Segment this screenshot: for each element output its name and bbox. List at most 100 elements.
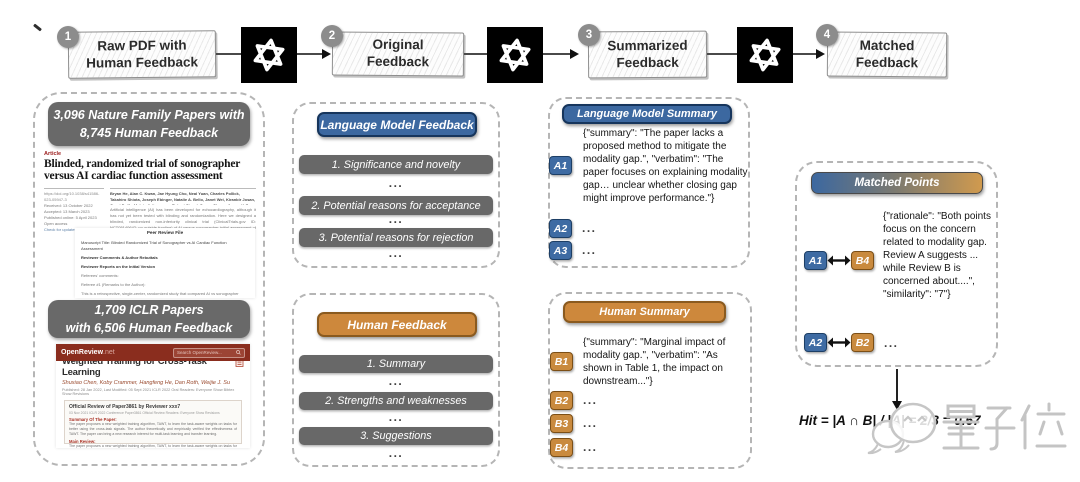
down-arrow-head bbox=[892, 401, 902, 410]
bidirectional-arrow-icon bbox=[827, 255, 851, 266]
referee1-line: Referee #1 (Remarks to the Author): bbox=[81, 281, 146, 287]
main-review-text: The paper proposes a new weighted traini… bbox=[69, 443, 237, 448]
review-body-line: This is a retrospective, single-center, … bbox=[81, 290, 239, 296]
openai-logo-icon bbox=[499, 38, 531, 72]
wechat-bubbles-icon bbox=[867, 402, 937, 455]
peer-review-heading: Peer Review File bbox=[146, 230, 184, 235]
ellipsis: ... bbox=[388, 176, 404, 190]
matched-points-title-button: Matched Points bbox=[811, 172, 983, 194]
search-icon bbox=[236, 350, 241, 355]
openreview-meta: Published: 28 Jan 2022, Last Modified: 0… bbox=[62, 388, 235, 397]
openai-logo-icon bbox=[749, 38, 781, 72]
summary-text: The paper proposes a new weighted traini… bbox=[69, 422, 237, 436]
lm-feedback-item-1: 1. Significance and novelty bbox=[299, 155, 493, 174]
ellipsis: ... bbox=[388, 212, 404, 226]
matched-pair1-b-tag: B4 bbox=[851, 251, 874, 270]
stage-2-box: Original Feedback bbox=[331, 31, 465, 77]
openai-logo-icon bbox=[253, 38, 285, 72]
point-tag-b2: B2 bbox=[550, 391, 573, 410]
accepted-line: Accepted: 13 March 2023 bbox=[44, 208, 90, 214]
nature-article-snippet: Article Blinded, randomized trial of son… bbox=[44, 151, 256, 232]
nature-paper-title: Blinded, randomized trial of sonographer… bbox=[44, 158, 240, 183]
gpt-model-box-1 bbox=[241, 27, 297, 83]
human-feedback-item-3: 3. Suggestions bbox=[299, 427, 493, 445]
arrowhead-3 bbox=[816, 49, 825, 59]
human-summary-json-text: {"summary": "Marginal impact of modality… bbox=[583, 337, 726, 387]
summary-label: Summary Of The Paper: bbox=[69, 417, 117, 422]
check-updates-line: Check for updates bbox=[44, 226, 77, 232]
open-access-line: Open access bbox=[44, 220, 68, 226]
reviewer-comments-line: Reviewer Comments & Author Rebuttals bbox=[81, 254, 158, 260]
stage-3-number: 3 bbox=[578, 24, 600, 46]
stage-4-number: 4 bbox=[816, 24, 838, 46]
connector-1 bbox=[216, 53, 241, 55]
arrowhead-2 bbox=[570, 49, 579, 59]
point-tag-a2: A2 bbox=[549, 219, 572, 238]
human-summary-title-button: Human Summary bbox=[563, 301, 726, 323]
cursor-speck bbox=[33, 23, 42, 32]
lm-summary-json-text: {"summary": "The paper lacks a proposed … bbox=[583, 128, 748, 204]
lm-feedback-title-button: Language Model Feedback bbox=[317, 112, 477, 137]
lm-summary-panel bbox=[548, 97, 750, 268]
point-tag-a3: A3 bbox=[549, 241, 572, 260]
arrowhead-1 bbox=[322, 49, 331, 59]
manuscript-title-line: Manuscript Title: Blinded Randomized Tri… bbox=[81, 239, 227, 251]
ellipsis: ... bbox=[388, 246, 404, 260]
connector-6 bbox=[793, 53, 817, 55]
ellipsis: ... bbox=[582, 221, 597, 235]
matched-pair2-a-tag: A2 bbox=[804, 333, 827, 352]
official-review-card: Official Review of Paper3861 by Reviewer… bbox=[64, 400, 242, 448]
qbitai-watermark bbox=[867, 402, 1067, 455]
nature-authors: Bryan He, Alan C. Kwan, Jae Hyung Cho, N… bbox=[110, 190, 256, 205]
stage-3-box: Summarized Feedback bbox=[587, 30, 708, 79]
openreview-header-bar: OpenReview.net Search OpenReview... bbox=[56, 344, 250, 361]
ellipsis: ... bbox=[583, 416, 598, 430]
ellipsis: ... bbox=[884, 336, 899, 350]
point-tag-b1: B1 bbox=[550, 352, 573, 371]
ellipsis: ... bbox=[583, 440, 598, 454]
down-arrow-line bbox=[896, 369, 898, 402]
openreview-logo: OpenReview.net bbox=[61, 349, 115, 356]
point-tag-b3: B3 bbox=[550, 414, 573, 433]
human-feedback-item-2: 2. Strengths and weaknesses bbox=[299, 392, 493, 410]
stage-1-number: 1 bbox=[57, 26, 79, 48]
connector-2 bbox=[297, 53, 323, 55]
stage-1-box: Raw PDF with Human Feedback bbox=[67, 30, 217, 79]
iclr-count-badge: 1,709 ICLR Papers with 6,506 Human Feedb… bbox=[48, 300, 250, 338]
matched-pair2-b-tag: B2 bbox=[851, 333, 874, 352]
lm-summary-title-button: Language Model Summary bbox=[562, 104, 732, 124]
connector-5 bbox=[707, 53, 737, 55]
search-input: Search OpenReview... bbox=[173, 347, 245, 358]
article-label: Article bbox=[44, 151, 62, 157]
ellipsis: ... bbox=[583, 393, 598, 407]
received-line: Received: 13 October 2022 bbox=[44, 202, 93, 208]
ellipsis: ... bbox=[582, 243, 597, 257]
reviewer-reports-line: Reviewer Reports on the Initial Version bbox=[81, 263, 156, 269]
ellipsis: ... bbox=[388, 410, 404, 424]
gpt-model-box-3 bbox=[737, 27, 793, 83]
published-line: Published online: 5 April 2023 bbox=[44, 214, 97, 220]
search-placeholder: Search OpenReview... bbox=[177, 350, 222, 355]
stage-2-number: 2 bbox=[321, 25, 343, 47]
openreview-snippet: OpenReview.net Search OpenReview... ← Go… bbox=[56, 344, 250, 448]
matched-pair1-a-tag: A1 bbox=[804, 251, 827, 270]
ellipsis: ... bbox=[388, 446, 404, 460]
lm-feedback-item-2: 2. Potential reasons for acceptance bbox=[299, 196, 493, 215]
point-tag-a1: A1 bbox=[549, 156, 572, 175]
watermark-cjk-strokes bbox=[942, 402, 1067, 451]
matched-json-text: {"rationale": "Both points focus on the … bbox=[883, 211, 991, 300]
human-feedback-item-1: 1. Summary bbox=[299, 355, 493, 373]
lm-feedback-item-3: 3. Potential reasons for rejection bbox=[299, 228, 493, 247]
peer-review-snippet: Peer Review File Manuscript Title: Blind… bbox=[75, 228, 255, 298]
review-subtitle: 03 Nov 2021 ICLR 2022 Conference Paper38… bbox=[69, 411, 220, 415]
matched-points-panel bbox=[795, 161, 998, 367]
connector-3 bbox=[464, 53, 487, 55]
point-tag-b4: B4 bbox=[550, 438, 573, 457]
referees-comments-line: Referees' comments: bbox=[81, 272, 119, 278]
review-title: Official Review of Paper3861 by Reviewer… bbox=[69, 404, 181, 410]
main-review-label: Main Review: bbox=[69, 438, 96, 444]
openreview-authors: Shuxiao Chen, Koby Crammer, Hangfeng He,… bbox=[62, 380, 231, 387]
nature-abstract: Artificial intelligence (AI) has been de… bbox=[110, 206, 256, 229]
connector-4 bbox=[543, 53, 571, 55]
